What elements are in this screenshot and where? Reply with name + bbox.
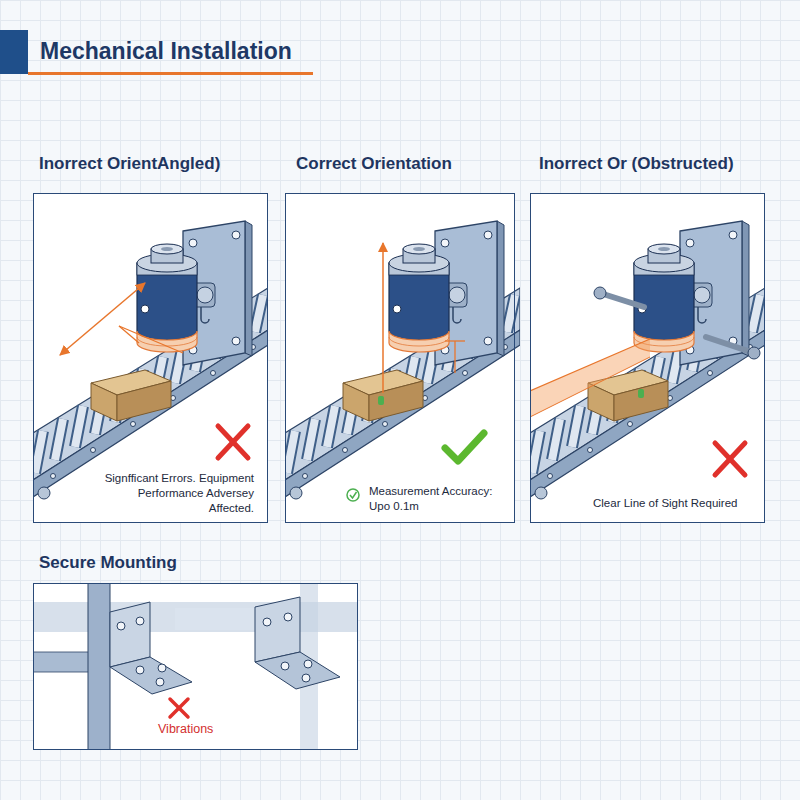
- panel-backgrounds: [33, 193, 765, 750]
- panel-heading: Inorrect Or (Obstructed): [539, 154, 734, 174]
- panel-box: Inorrect Or (Obstructed)Clear Line of Si…: [530, 193, 765, 523]
- angled-scene: [33, 221, 268, 499]
- panel-box: Correct OrientationMeasurement Accuracy:…: [285, 193, 515, 523]
- panel-heading: Inorrect OrientAngled): [39, 154, 220, 174]
- panel-note: Clear Line of Sight Required: [593, 496, 763, 511]
- panel-note: Measurement Accuracy: Upo 0.1m: [369, 484, 509, 514]
- panel-note: Signfficant Errors. Equipment Performanc…: [104, 471, 254, 516]
- panel-box: Secure MountingVibrations: [33, 583, 358, 750]
- obstructed-scene: [530, 221, 765, 499]
- mounting-scene: [33, 583, 358, 750]
- correct-scene: [285, 221, 520, 501]
- header-decoration: [0, 30, 313, 75]
- panel-heading: Secure Mounting: [39, 553, 177, 573]
- page-title: Mechanical Installation: [40, 38, 292, 65]
- panel-note: Vibrations: [158, 722, 258, 737]
- panel-heading: Correct Orientation: [296, 154, 452, 174]
- panel-box: Inorrect OrientAngled)Signfficant Errors…: [33, 193, 268, 523]
